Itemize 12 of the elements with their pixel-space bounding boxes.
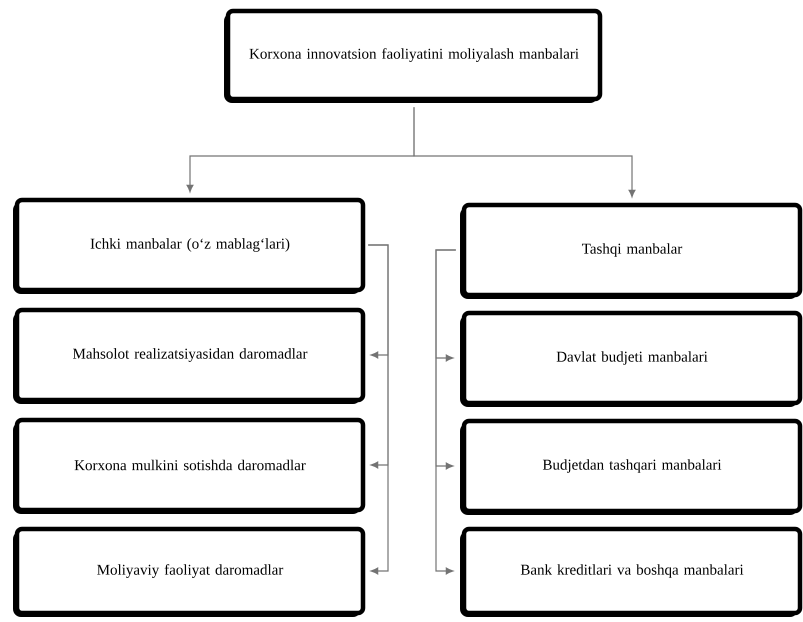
arrow — [413, 107, 636, 198]
process-box: Moliyaviy faoliyat daromadlar — [13, 526, 366, 617]
process-box: Bank kreditlari va boshqa manbalari — [460, 526, 802, 617]
process-box: Ichki manbalar (o‘z mablag‘lari) — [13, 198, 366, 294]
process-box: Davlat budjeti manbalari — [460, 310, 802, 407]
arrow — [435, 249, 456, 574]
process-box: Korxona mulkini sotishda daromadlar — [13, 418, 366, 514]
process-box: Tashqi manbalar — [460, 202, 802, 299]
process-box: Budjetdan tashqari manbalari — [460, 418, 802, 515]
process-box: Korxona innovatsion faoliyatini moliyalash manbalari — [224, 8, 602, 103]
process-box: Mahsolot realizatsiyasidan daromadlar — [13, 308, 366, 404]
arrow — [368, 244, 389, 574]
